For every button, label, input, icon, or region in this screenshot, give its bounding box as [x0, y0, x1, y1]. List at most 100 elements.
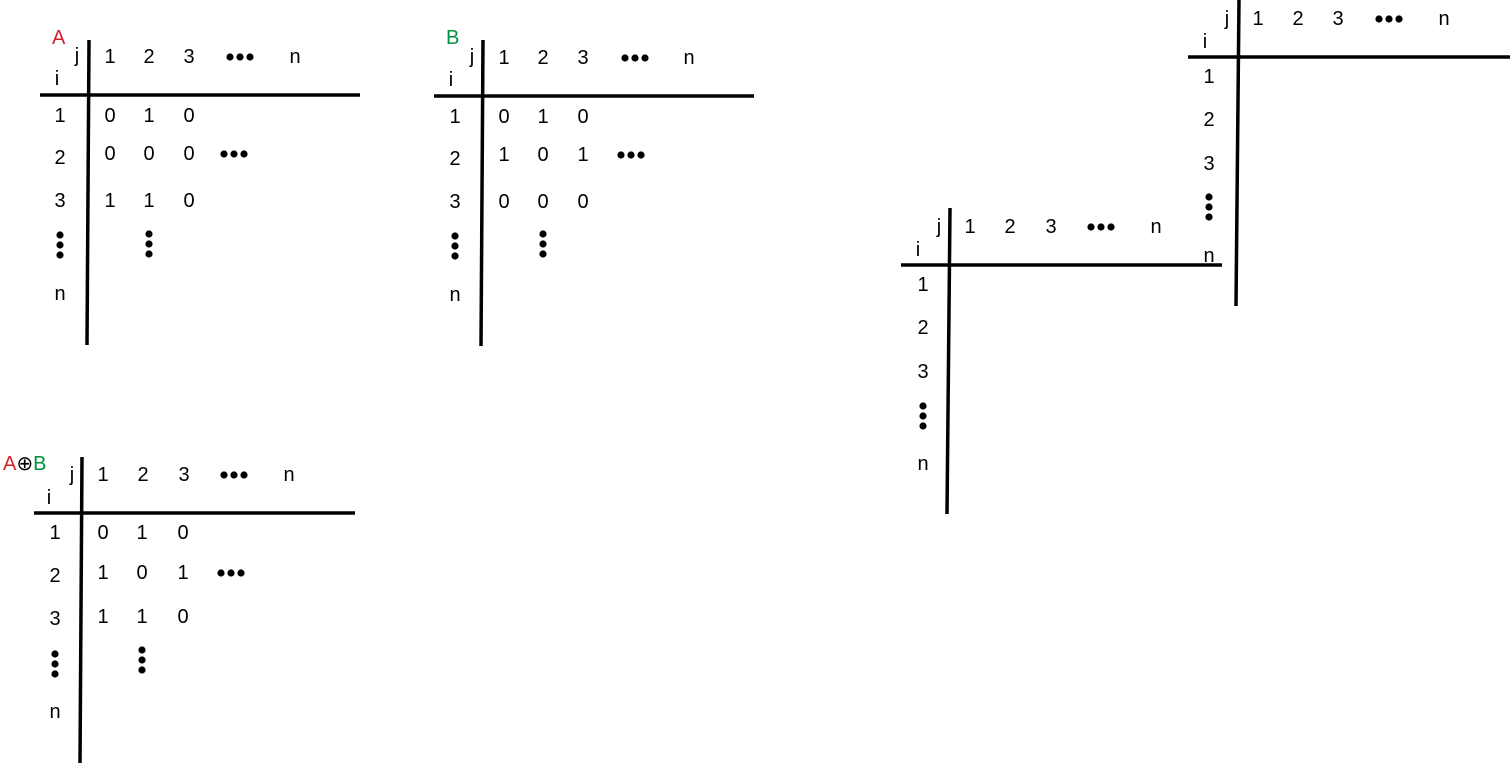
- column-header: 1: [1252, 8, 1263, 30]
- column-index-label: j: [1224, 8, 1229, 30]
- row-header: 3: [917, 361, 928, 383]
- matrix-cell: 0: [183, 105, 194, 127]
- ellipsis-dot: [1087, 223, 1095, 231]
- column-header: n: [683, 47, 694, 69]
- ellipsis-dot: [637, 151, 645, 159]
- row-index-label: i: [55, 68, 59, 90]
- column-header: 2: [1004, 216, 1015, 238]
- ellipsis-dot: [539, 230, 547, 238]
- ellipsis-dot: [220, 471, 228, 479]
- cell-ellipsis: [220, 150, 248, 158]
- row-header: 2: [917, 317, 928, 339]
- row-header: 1: [1203, 66, 1214, 88]
- matrix-cell: 0: [537, 144, 548, 166]
- row-header-rule: [945, 207, 952, 515]
- row-header: 3: [54, 190, 65, 212]
- ellipsis-dot: [230, 471, 238, 479]
- matrix-cell: 0: [183, 190, 194, 212]
- ellipsis-dot: [617, 151, 625, 159]
- ellipsis-dot: [240, 471, 248, 479]
- ellipsis-dot: [56, 241, 64, 249]
- cell-ellipsis: [617, 151, 645, 159]
- ellipsis-dot: [145, 240, 153, 248]
- matrix-cell: 1: [97, 606, 108, 628]
- row-header: 2: [1203, 109, 1214, 131]
- column-header: 2: [1292, 8, 1303, 30]
- matrix-cell: 1: [537, 106, 548, 128]
- column-header: 1: [97, 464, 108, 486]
- ellipsis-dot: [1107, 223, 1115, 231]
- ellipsis-dot: [230, 150, 238, 158]
- row-header: 2: [54, 147, 65, 169]
- row-header: 1: [54, 105, 65, 127]
- ellipsis-dot: [631, 54, 639, 62]
- matrix-cell: 1: [136, 606, 147, 628]
- matrix-title-part: B: [446, 27, 459, 49]
- row-header: n: [917, 453, 928, 475]
- matrix-cell: 0: [177, 522, 188, 544]
- row-header-rule: [1234, 0, 1241, 307]
- row-index-label: i: [449, 69, 453, 91]
- cell-ellipsis: [217, 569, 245, 577]
- row-header-ellipsis: [1205, 193, 1213, 221]
- ellipsis-dot: [1375, 15, 1383, 23]
- ellipsis-dot: [237, 569, 245, 577]
- row-header: n: [1203, 245, 1214, 267]
- ellipsis-dot: [539, 240, 547, 248]
- ellipsis-dot: [1205, 213, 1213, 221]
- ellipsis-dot: [919, 402, 927, 410]
- column-index-label: j: [69, 464, 74, 486]
- matrix-title: A⊕B: [3, 453, 46, 475]
- matrix-cell: 1: [498, 144, 509, 166]
- ellipsis-dot: [138, 656, 146, 664]
- ellipsis-dot: [621, 54, 629, 62]
- ellipsis-dot: [1205, 203, 1213, 211]
- column-header: 3: [1045, 216, 1056, 238]
- ellipsis-dot: [246, 53, 254, 61]
- ellipsis-dot: [227, 569, 235, 577]
- matrix-cell: 0: [537, 191, 548, 213]
- matrix-title: A: [52, 27, 66, 49]
- column-header: 2: [537, 47, 548, 69]
- row-header-rule: [78, 456, 84, 763]
- matrix-cell: 0: [183, 143, 194, 165]
- cell-ellipsis: [539, 230, 547, 258]
- matrix-cell: 1: [177, 562, 188, 584]
- column-header: n: [1150, 216, 1161, 238]
- matrix-cell: 0: [104, 143, 115, 165]
- ellipsis-dot: [145, 250, 153, 258]
- matrix-title-part: A: [52, 27, 66, 49]
- matrix-cell: 1: [104, 190, 115, 212]
- ellipsis-dot: [1097, 223, 1105, 231]
- column-header: 3: [577, 47, 588, 69]
- matrix-cell: 1: [143, 190, 154, 212]
- column-header-ellipsis: [1087, 223, 1115, 231]
- column-index-label: j: [469, 46, 474, 68]
- ellipsis-dot: [145, 230, 153, 238]
- ellipsis-dot: [1205, 193, 1213, 201]
- ellipsis-dot: [1395, 15, 1403, 23]
- ellipsis-dot: [919, 422, 927, 430]
- matrix-cell: 0: [104, 105, 115, 127]
- row-header: 2: [49, 565, 60, 587]
- column-header: 3: [178, 464, 189, 486]
- row-header-ellipsis: [51, 650, 59, 678]
- ellipsis-dot: [539, 250, 547, 258]
- ellipsis-dot: [56, 251, 64, 259]
- row-header: n: [49, 701, 60, 723]
- matrix-cell: 1: [97, 562, 108, 584]
- ellipsis-dot: [919, 412, 927, 420]
- ellipsis-dot: [51, 660, 59, 668]
- matrix-cell: 0: [177, 606, 188, 628]
- column-header-ellipsis: [220, 471, 248, 479]
- ellipsis-dot: [451, 232, 459, 240]
- row-header: n: [54, 283, 65, 305]
- ellipsis-dot: [220, 150, 228, 158]
- row-index-label: i: [916, 239, 920, 261]
- row-header-rule: [85, 39, 91, 346]
- row-header: 1: [449, 106, 460, 128]
